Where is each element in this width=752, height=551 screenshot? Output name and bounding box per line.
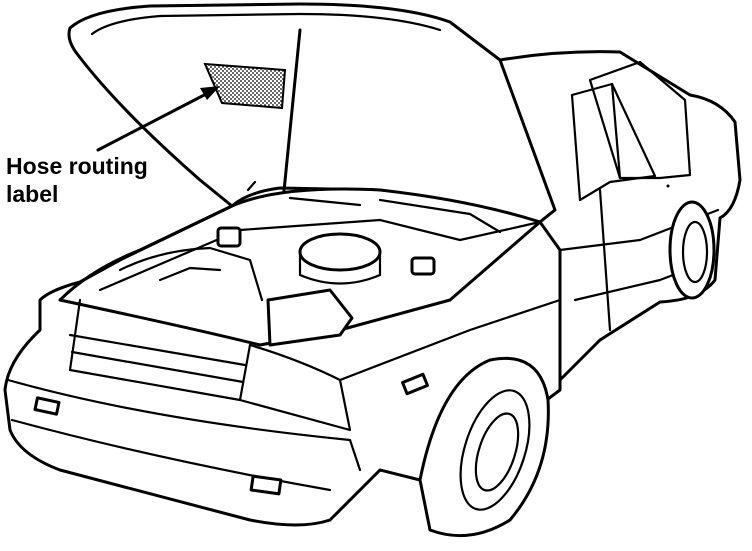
callout-line-1: Hose routing [6,152,148,180]
hose-routing-callout: Hose routing label [6,152,148,208]
callout-line-2: label [6,180,148,208]
front-body [5,189,560,536]
